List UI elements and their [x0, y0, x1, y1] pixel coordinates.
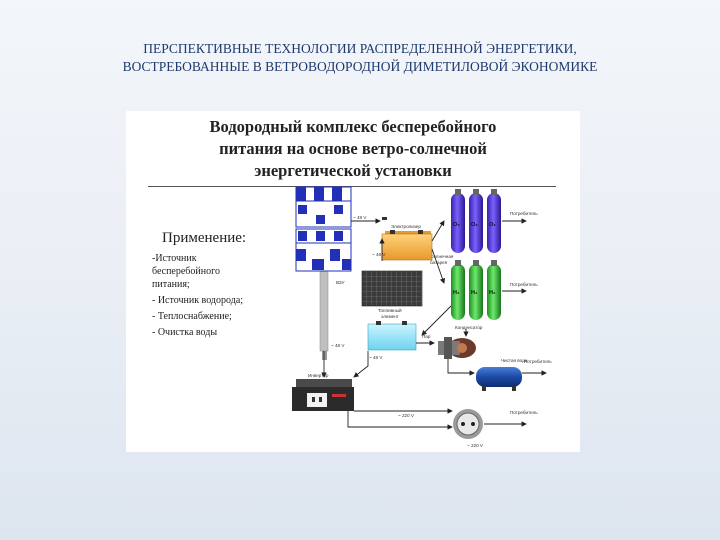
diagram-panel: Водородный комплекс бесперебойного питан…: [126, 111, 580, 452]
o2-label: O₂: [471, 222, 478, 228]
fuel-cell-label-2: элемент: [381, 314, 400, 319]
fuel-cell-label-1: Топливный: [378, 307, 402, 313]
application-item: питания;: [152, 279, 190, 290]
solar-panel-icon: [361, 270, 423, 307]
electrolyzer-icon: [381, 217, 433, 261]
voltage-label: ~ 48 V: [331, 343, 345, 348]
application-item: -Источник: [152, 253, 197, 264]
consumer-label: Потребитель: [510, 282, 538, 287]
voltage-label: ~ 48 V: [369, 355, 383, 360]
slide-title: ПЕРСПЕКТИВНЫЕ ТЕХНОЛОГИИ РАСПРЕДЕЛЕННОЙ …: [0, 40, 720, 76]
h2-cylinders-icon: H₂ H₂ H₂: [451, 260, 501, 320]
condenser-icon: [438, 337, 476, 359]
energy-system-diagram: Солнечная батарея ВЗУ Электролизер Топли…: [292, 186, 552, 448]
voltage-label: ~ 220 V: [467, 443, 484, 448]
condenser-label: Конденсатор: [455, 325, 483, 330]
voltage-label: ~ 220 V: [398, 413, 415, 418]
consumer-label: Потребитель: [510, 410, 538, 415]
voltage-label: ~ 48 V: [372, 252, 386, 257]
solar-battery-label-2: батарея: [430, 260, 448, 265]
h2-label: H₂: [453, 290, 460, 296]
consumer-label: Потребитель: [510, 211, 538, 216]
power-socket-icon: [453, 409, 483, 439]
application-title: Применение:: [162, 230, 247, 246]
panel-heading-line-3: энергетической установки: [254, 161, 452, 180]
solar-battery-label-1: Солнечная: [430, 254, 454, 259]
o2-label: O₂: [453, 222, 460, 228]
slide-title-line-2: ВОСТРЕБОВАННЫЕ В ВЕТРОВОДОРОДНОЙ ДИМЕТИЛ…: [122, 59, 598, 74]
voltage-label: ~ 48 V: [353, 215, 367, 220]
heading-divider: [148, 186, 556, 187]
h2-label: H₂: [471, 290, 478, 296]
electrolyzer-label: Электролизер: [391, 224, 421, 229]
vzu-label: ВЗУ: [336, 280, 345, 285]
application-item: - Теплоснабжение;: [152, 311, 232, 322]
panel-heading-line-2: питания на основе ветро-солнечной: [219, 139, 487, 158]
clean-water-label: Чистая вода: [501, 358, 528, 363]
wind-turbine-icon: [295, 186, 352, 360]
application-item: бесперебойного: [152, 266, 220, 277]
application-item: - Очистка воды: [152, 327, 218, 338]
inverter-label: Инвертор: [308, 373, 329, 378]
water-tank-icon: [476, 367, 522, 391]
o2-label: O₂: [489, 222, 496, 228]
steam-label: Пар: [422, 334, 431, 339]
slide-title-line-1: ПЕРСПЕКТИВНЫЕ ТЕХНОЛОГИИ РАСПРЕДЕЛЕННОЙ …: [143, 41, 577, 56]
panel-heading-line-1: Водородный комплекс бесперебойного: [209, 117, 497, 136]
connection-lines: [321, 218, 547, 430]
application-list: -Источник бесперебойного питания; - Исто…: [152, 252, 267, 339]
h2-label: H₂: [489, 290, 496, 296]
application-item: - Источник водорода;: [152, 295, 244, 306]
inverter-icon: [292, 379, 354, 411]
consumer-label: Потребитель: [524, 359, 552, 364]
fuel-cell-icon: [367, 321, 417, 351]
panel-heading: Водородный комплекс бесперебойного питан…: [148, 116, 558, 182]
o2-cylinders-icon: O₂ O₂ O₂: [451, 189, 501, 253]
